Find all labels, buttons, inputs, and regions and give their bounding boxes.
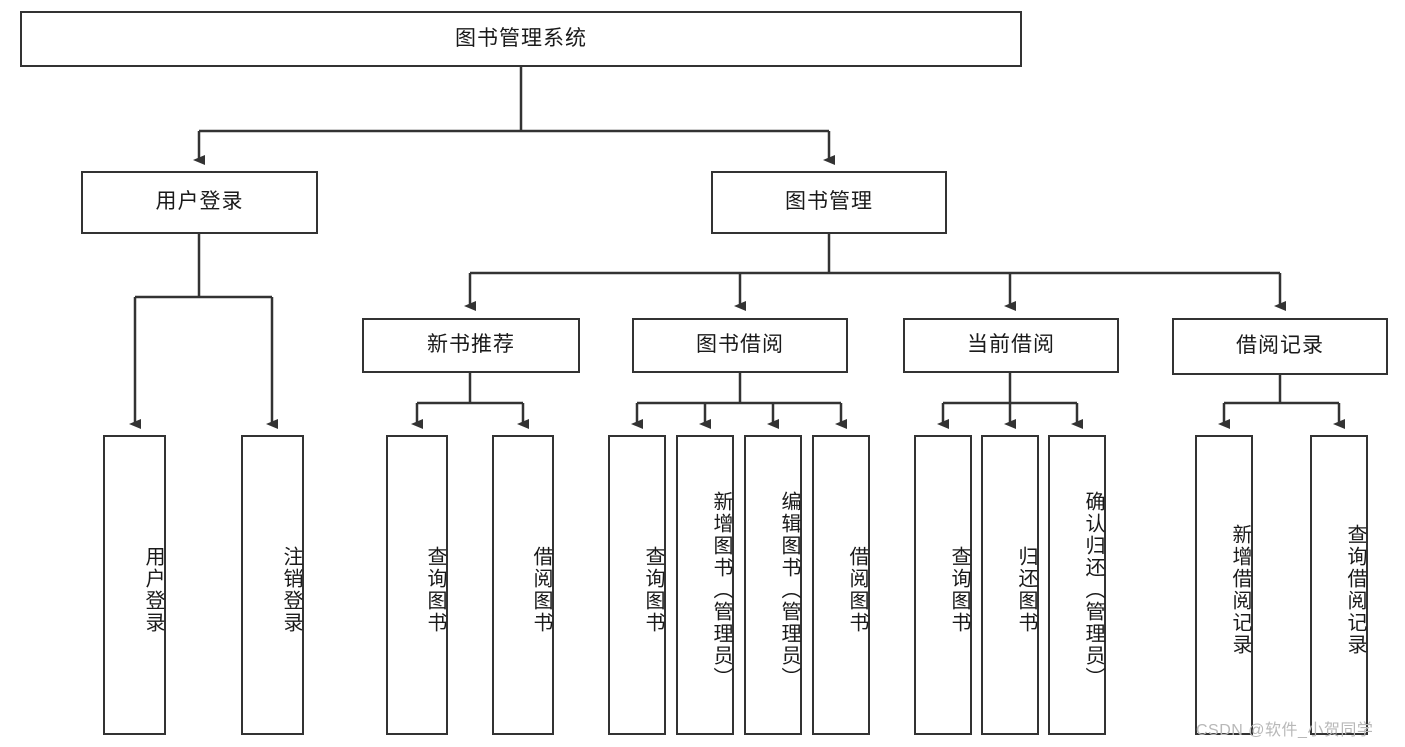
leaf-borrow-edit-book-admin-label: 编辑图书（管理员）: [778, 491, 800, 689]
leaf-current-return-book[interactable]: 归还图书: [981, 435, 1039, 735]
leaf-borrow-add-book-admin-label: 新增图书（管理员）: [710, 491, 732, 689]
leaf-newbook-borrow-book[interactable]: 借阅图书: [492, 435, 554, 735]
node-book-borrow-label: 图书借阅: [696, 333, 784, 357]
leaf-newbook-query-book[interactable]: 查询图书: [386, 435, 448, 735]
leaf-borrow-query-book-label: 查询图书: [642, 546, 664, 634]
leaf-newbook-borrow-book-label: 借阅图书: [530, 546, 552, 634]
node-borrow-records[interactable]: 借阅记录: [1172, 318, 1388, 375]
leaf-records-add-record[interactable]: 新增借阅记录: [1195, 435, 1253, 735]
node-book-management-label: 图书管理: [785, 190, 873, 214]
leaf-current-confirm-return-admin-label: 确认归还（管理员）: [1082, 491, 1104, 689]
leaf-borrow-query-book[interactable]: 查询图书: [608, 435, 666, 735]
leaf-current-return-book-label: 归还图书: [1015, 546, 1037, 634]
leaf-user-login[interactable]: 用户登录: [103, 435, 166, 735]
node-book-borrow[interactable]: 图书借阅: [632, 318, 848, 373]
node-new-book-recommend-label: 新书推荐: [427, 333, 515, 357]
node-current-borrow[interactable]: 当前借阅: [903, 318, 1119, 373]
leaf-logout-label: 注销登录: [280, 546, 302, 634]
node-user-login-label: 用户登录: [155, 190, 244, 214]
node-root-system-label: 图书管理系统: [455, 26, 587, 50]
node-current-borrow-label: 当前借阅: [967, 333, 1055, 357]
leaf-records-query-record[interactable]: 查询借阅记录: [1310, 435, 1368, 735]
leaf-borrow-edit-book-admin[interactable]: 编辑图书（管理员）: [744, 435, 802, 735]
leaf-borrow-add-book-admin[interactable]: 新增图书（管理员）: [676, 435, 734, 735]
leaf-current-confirm-return-admin[interactable]: 确认归还（管理员）: [1048, 435, 1106, 735]
leaf-logout[interactable]: 注销登录: [241, 435, 304, 735]
leaf-user-login-label: 用户登录: [142, 546, 164, 634]
node-borrow-records-label: 借阅记录: [1236, 334, 1324, 358]
leaf-current-query-book-label: 查询图书: [948, 546, 970, 634]
node-user-login[interactable]: 用户登录: [81, 171, 318, 234]
leaf-records-add-record-label: 新增借阅记录: [1229, 524, 1251, 656]
node-root-system[interactable]: 图书管理系统: [20, 11, 1022, 67]
leaf-newbook-query-book-label: 查询图书: [424, 546, 446, 634]
node-new-book-recommend[interactable]: 新书推荐: [362, 318, 580, 373]
node-book-management[interactable]: 图书管理: [711, 171, 947, 234]
leaf-borrow-borrow-book[interactable]: 借阅图书: [812, 435, 870, 735]
leaf-borrow-borrow-book-label: 借阅图书: [846, 546, 868, 634]
leaf-current-query-book[interactable]: 查询图书: [914, 435, 972, 735]
leaf-records-query-record-label: 查询借阅记录: [1344, 524, 1366, 656]
